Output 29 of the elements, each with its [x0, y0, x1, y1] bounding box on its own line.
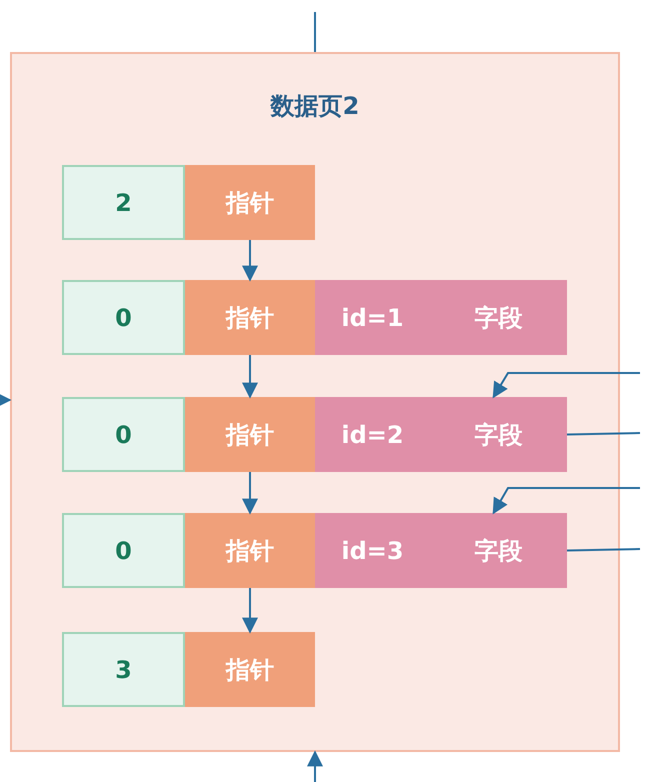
count-cell: 0	[62, 397, 185, 472]
count-cell: 0	[62, 513, 185, 588]
arrow	[242, 355, 258, 399]
arrow	[242, 472, 258, 515]
count-cell: 3	[62, 632, 185, 707]
connector-line	[314, 12, 316, 52]
arrow	[0, 392, 12, 408]
connector-line	[566, 432, 640, 436]
field-cell: 字段	[430, 513, 567, 588]
field-cell: 字段	[430, 280, 567, 355]
arrow	[307, 750, 323, 782]
arrow	[492, 372, 640, 398]
arrow	[242, 240, 258, 282]
count-cell: 0	[62, 280, 185, 355]
pointer-cell: 指针	[185, 165, 315, 240]
field-cell: 字段	[430, 397, 567, 472]
arrow	[492, 487, 640, 514]
pointer-cell: 指针	[185, 513, 315, 588]
arrow	[242, 588, 258, 634]
id-cell: id=1	[315, 280, 430, 355]
pointer-cell: 指针	[185, 632, 315, 707]
pointer-cell: 指针	[185, 280, 315, 355]
page-panel	[10, 52, 620, 752]
count-cell: 2	[62, 165, 185, 240]
id-cell: id=2	[315, 397, 430, 472]
connector-line	[566, 548, 640, 552]
id-cell: id=3	[315, 513, 430, 588]
panel-title: 数据页2	[269, 91, 360, 122]
pointer-cell: 指针	[185, 397, 315, 472]
